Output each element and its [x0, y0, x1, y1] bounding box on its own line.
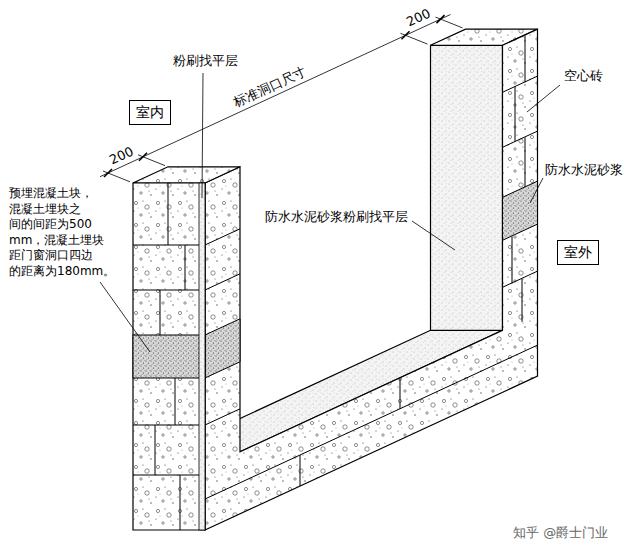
brick-seam: [503, 76, 538, 92]
brick-seam: [155, 425, 156, 475]
tag-text: 室内: [136, 104, 164, 121]
extension-line: [103, 171, 130, 182]
brick-seam: [168, 183, 169, 245]
room-tag: 室外: [557, 240, 599, 265]
dimension-lines: [100, 15, 463, 182]
dimension-value: 标准洞口尺寸: [230, 63, 309, 111]
dimension-line: [100, 15, 451, 177]
brick-seam: [205, 274, 240, 290]
dimension-tick: [139, 153, 147, 161]
layer-label: 粉刷找平层: [172, 53, 239, 69]
brick-seam: [175, 378, 176, 425]
concrete-block: [133, 335, 205, 378]
brick-seam: [525, 35, 526, 82]
leader-line: [527, 85, 560, 112]
brick-seam: [133, 245, 199, 246]
pillar-front-face: [133, 183, 205, 530]
dimension-tick: [402, 31, 410, 39]
brick-seam: [525, 137, 526, 187]
brick-seam: [180, 475, 181, 530]
brick-seam: [300, 455, 301, 486]
brick-seam: [512, 237, 513, 284]
extension-line: [436, 17, 463, 28]
brick-seam: [400, 378, 401, 409]
leader-line: [100, 282, 150, 352]
brick-seam: [503, 271, 538, 287]
brick-seam: [205, 409, 240, 425]
brick-seam: [133, 425, 199, 426]
brick-seam: [515, 87, 516, 142]
brick-seam: [133, 290, 199, 291]
brick-seam: [133, 475, 199, 476]
brick-seam: [205, 229, 240, 245]
leader-line: [530, 178, 543, 203]
brick-seam: [185, 245, 186, 290]
dimension-value: 200: [403, 5, 434, 30]
leader-line: [412, 221, 455, 250]
outer-wall-face: [205, 29, 538, 530]
room-tag: 室内: [129, 100, 171, 125]
plaster-layer: [199, 183, 205, 530]
tag-text: 室外: [564, 244, 592, 261]
material-label: 防水水泥砂浆: [544, 162, 624, 178]
dimension-tick: [437, 15, 445, 23]
brick-seams: [133, 35, 538, 530]
brick-seam: [160, 290, 161, 335]
material-label: 空心砖: [563, 68, 604, 84]
pillar-top: [133, 167, 240, 183]
dimension-value: 200: [106, 143, 137, 168]
extension-line: [401, 33, 428, 44]
brick-seam: [205, 345, 538, 499]
concrete-block: [205, 319, 240, 378]
brick-seam: [503, 131, 538, 147]
brick-seam: [522, 279, 523, 322]
dimension-ticks: [104, 15, 445, 177]
leader-lines: [100, 73, 560, 352]
extension-line: [138, 155, 165, 166]
dimension-tick: [104, 169, 112, 177]
concrete-block: [503, 181, 538, 240]
note-text: 预埋混凝土块， 混凝土埋块之 间的间距为500 mm，混凝土埋块 距门窗洞口四边…: [8, 186, 122, 280]
jamb-plaster: [431, 45, 503, 330]
layer-label: 防水水泥砂浆粉刷找平层: [264, 209, 409, 225]
leader-line: [202, 73, 203, 198]
watermark: 知乎 @爵士门业: [512, 525, 609, 541]
